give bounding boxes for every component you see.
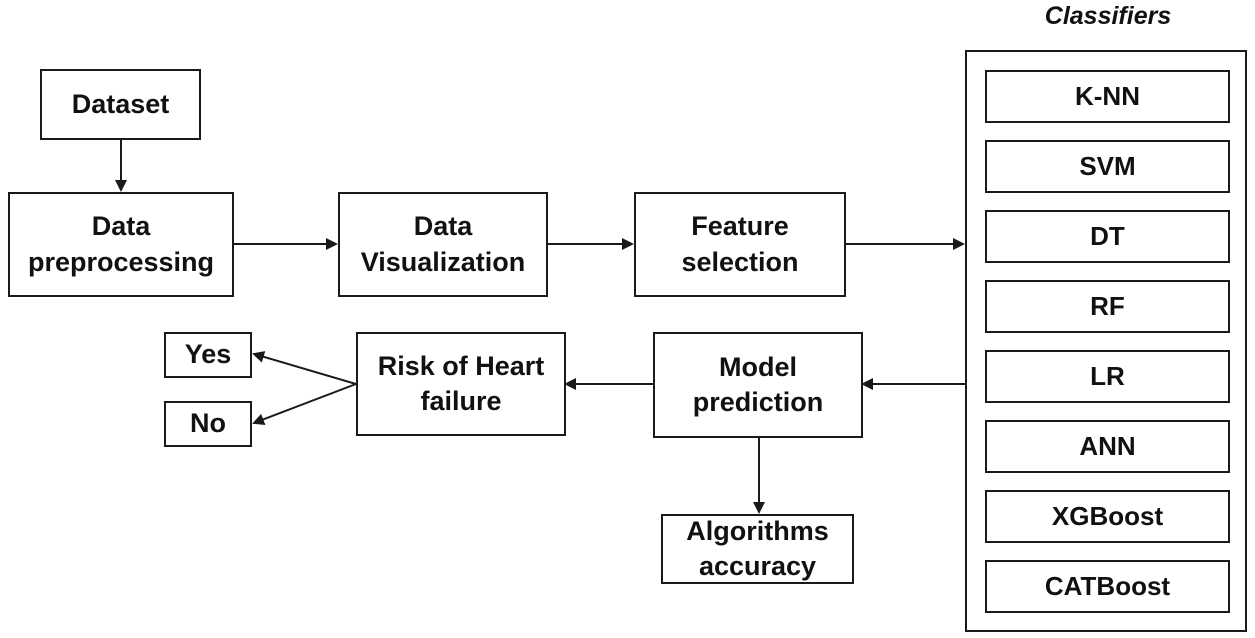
classifier-item: K-NN <box>985 70 1230 123</box>
dataset-box: Dataset <box>40 69 201 140</box>
classifier-item: LR <box>985 350 1230 403</box>
visualization-box: Data Visualization <box>338 192 548 297</box>
dataset-label: Dataset <box>71 88 170 119</box>
classifiers-group: K-NN SVM DT RF LR ANN XGBoost CATBoost <box>965 50 1247 632</box>
classifier-item: SVM <box>985 140 1230 193</box>
risk-box: Risk of Heart failure <box>356 332 566 436</box>
preprocessing-box: Data preprocessing <box>8 192 234 297</box>
accuracy-box: Algorithms accuracy <box>661 514 854 584</box>
yes-label: Yes <box>184 339 232 370</box>
model-prediction-box: Model prediction <box>653 332 863 438</box>
no-label: No <box>190 408 226 439</box>
classifier-item: RF <box>985 280 1230 333</box>
classifiers-title: Classifiers <box>1044 2 1172 30</box>
arrow-risk-to-no <box>252 383 357 426</box>
classifier-item: CATBoost <box>985 560 1230 613</box>
classifier-item: ANN <box>985 420 1230 473</box>
visualization-label: Data Visualization <box>360 211 526 277</box>
classifier-item: DT <box>985 210 1230 263</box>
arrow-risk-to-yes <box>252 351 357 385</box>
preprocessing-label: Data preprocessing <box>27 211 215 277</box>
model-prediction-label: Model prediction <box>692 351 824 417</box>
no-box: No <box>164 401 252 447</box>
risk-label: Risk of Heart failure <box>377 350 545 416</box>
feature-selection-label: Feature selection <box>681 211 799 277</box>
feature-selection-box: Feature selection <box>634 192 846 297</box>
classifier-item: XGBoost <box>985 490 1230 543</box>
accuracy-label: Algorithms accuracy <box>686 515 829 581</box>
yes-box: Yes <box>164 332 252 378</box>
